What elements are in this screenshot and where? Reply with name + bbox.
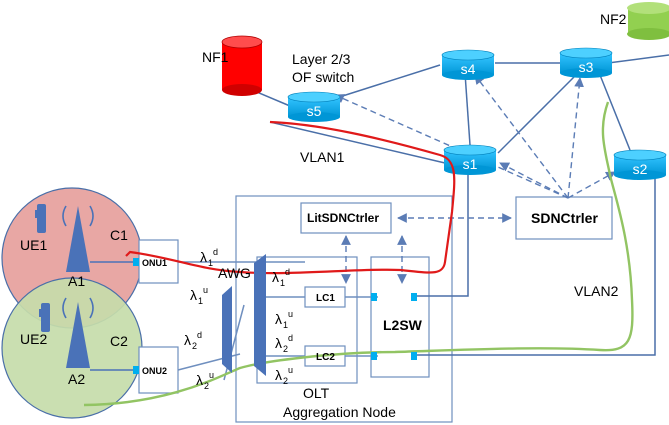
svg-text:1: 1 [283, 320, 288, 330]
nf1-database-icon [221, 35, 263, 96]
c1-label: C1 [110, 227, 128, 243]
antenna-a2-icon [62, 297, 133, 371]
sdnctrler-label: SDNCtrler [531, 210, 598, 226]
switch-caption-line2: OF switch [292, 69, 354, 85]
switch-caption-line1: Layer 2/3 [292, 51, 351, 67]
onu1-box [138, 239, 179, 284]
svg-text:u: u [209, 370, 214, 380]
svg-text:d: d [285, 267, 290, 277]
l2sw-label: L2SW [383, 317, 423, 333]
svg-text:1: 1 [280, 278, 285, 288]
onu2-label: ONU2 [142, 366, 167, 376]
a1-label: A1 [68, 273, 85, 289]
antenna-a1-icon [62, 205, 133, 272]
onu1-label: ONU1 [142, 258, 167, 268]
nf2-label: NF2 [600, 11, 627, 27]
svg-text:2: 2 [204, 381, 209, 391]
vlan2-label: VLAN2 [574, 283, 619, 299]
switch-s3-label: s3 [579, 59, 594, 75]
svg-text:λ: λ [275, 311, 282, 327]
c2-label: C2 [110, 333, 128, 349]
switch-s1: s1 [443, 144, 497, 175]
vlan2-path [83, 101, 634, 407]
svg-text:λ: λ [196, 372, 203, 388]
sdnctrler-box [515, 196, 613, 240]
svg-text:1: 1 [198, 296, 203, 306]
svg-text:λ: λ [275, 335, 282, 351]
switch-group: s5 s4 s3 s1 s2 [287, 47, 667, 180]
svg-text:λ: λ [272, 269, 279, 285]
svg-text:λ: λ [190, 287, 197, 303]
switch-s4: s4 [441, 49, 495, 80]
svg-text:2: 2 [283, 344, 288, 354]
switch-s5-label: s5 [307, 103, 322, 119]
nf2-database-icon [627, 2, 669, 40]
switch-links [177, 54, 669, 381]
a2-label: A2 [68, 371, 85, 387]
ue1-label: UE1 [20, 237, 47, 253]
ue2-label: UE2 [20, 331, 47, 347]
svg-text:2: 2 [192, 341, 197, 351]
lc1-label: LC1 [316, 293, 335, 304]
vlan1-path [125, 120, 456, 275]
svg-text:u: u [203, 285, 208, 295]
switch-s4-label: s4 [461, 61, 476, 77]
lc2-label: LC2 [316, 352, 335, 363]
phone-ue1-icon [35, 204, 46, 233]
switch-s2: s2 [613, 149, 667, 180]
awg-device [222, 254, 266, 376]
switch-s5: s5 [287, 91, 341, 122]
switch-s3: s3 [559, 47, 613, 78]
switch-s1-label: s1 [463, 156, 478, 172]
nf1-label: NF1 [202, 49, 229, 65]
litsdnctrler-label: LitSDNCtrler [307, 211, 379, 225]
switch-s2-label: s2 [633, 161, 648, 177]
svg-text:d: d [213, 247, 218, 257]
aggregation-node-label: Aggregation Node [283, 404, 396, 420]
svg-text:d: d [197, 330, 202, 340]
svg-text:1: 1 [208, 258, 213, 268]
svg-text:2: 2 [283, 376, 288, 386]
litsdnctrler-box [300, 202, 392, 234]
svg-text:λ: λ [275, 367, 282, 383]
olt-label: OLT [303, 385, 330, 401]
phone-ue2-icon [39, 303, 50, 332]
svg-text:u: u [288, 365, 293, 375]
svg-text:λ: λ [184, 332, 191, 348]
svg-text:λ: λ [200, 249, 207, 265]
awg-label: AWG [218, 265, 251, 281]
svg-text:u: u [288, 309, 293, 319]
aggregation-node-box [235, 195, 453, 423]
svg-text:d: d [288, 333, 293, 343]
control-links [334, 74, 616, 284]
port-markers [133, 258, 417, 374]
vlan1-label: VLAN1 [300, 149, 345, 165]
